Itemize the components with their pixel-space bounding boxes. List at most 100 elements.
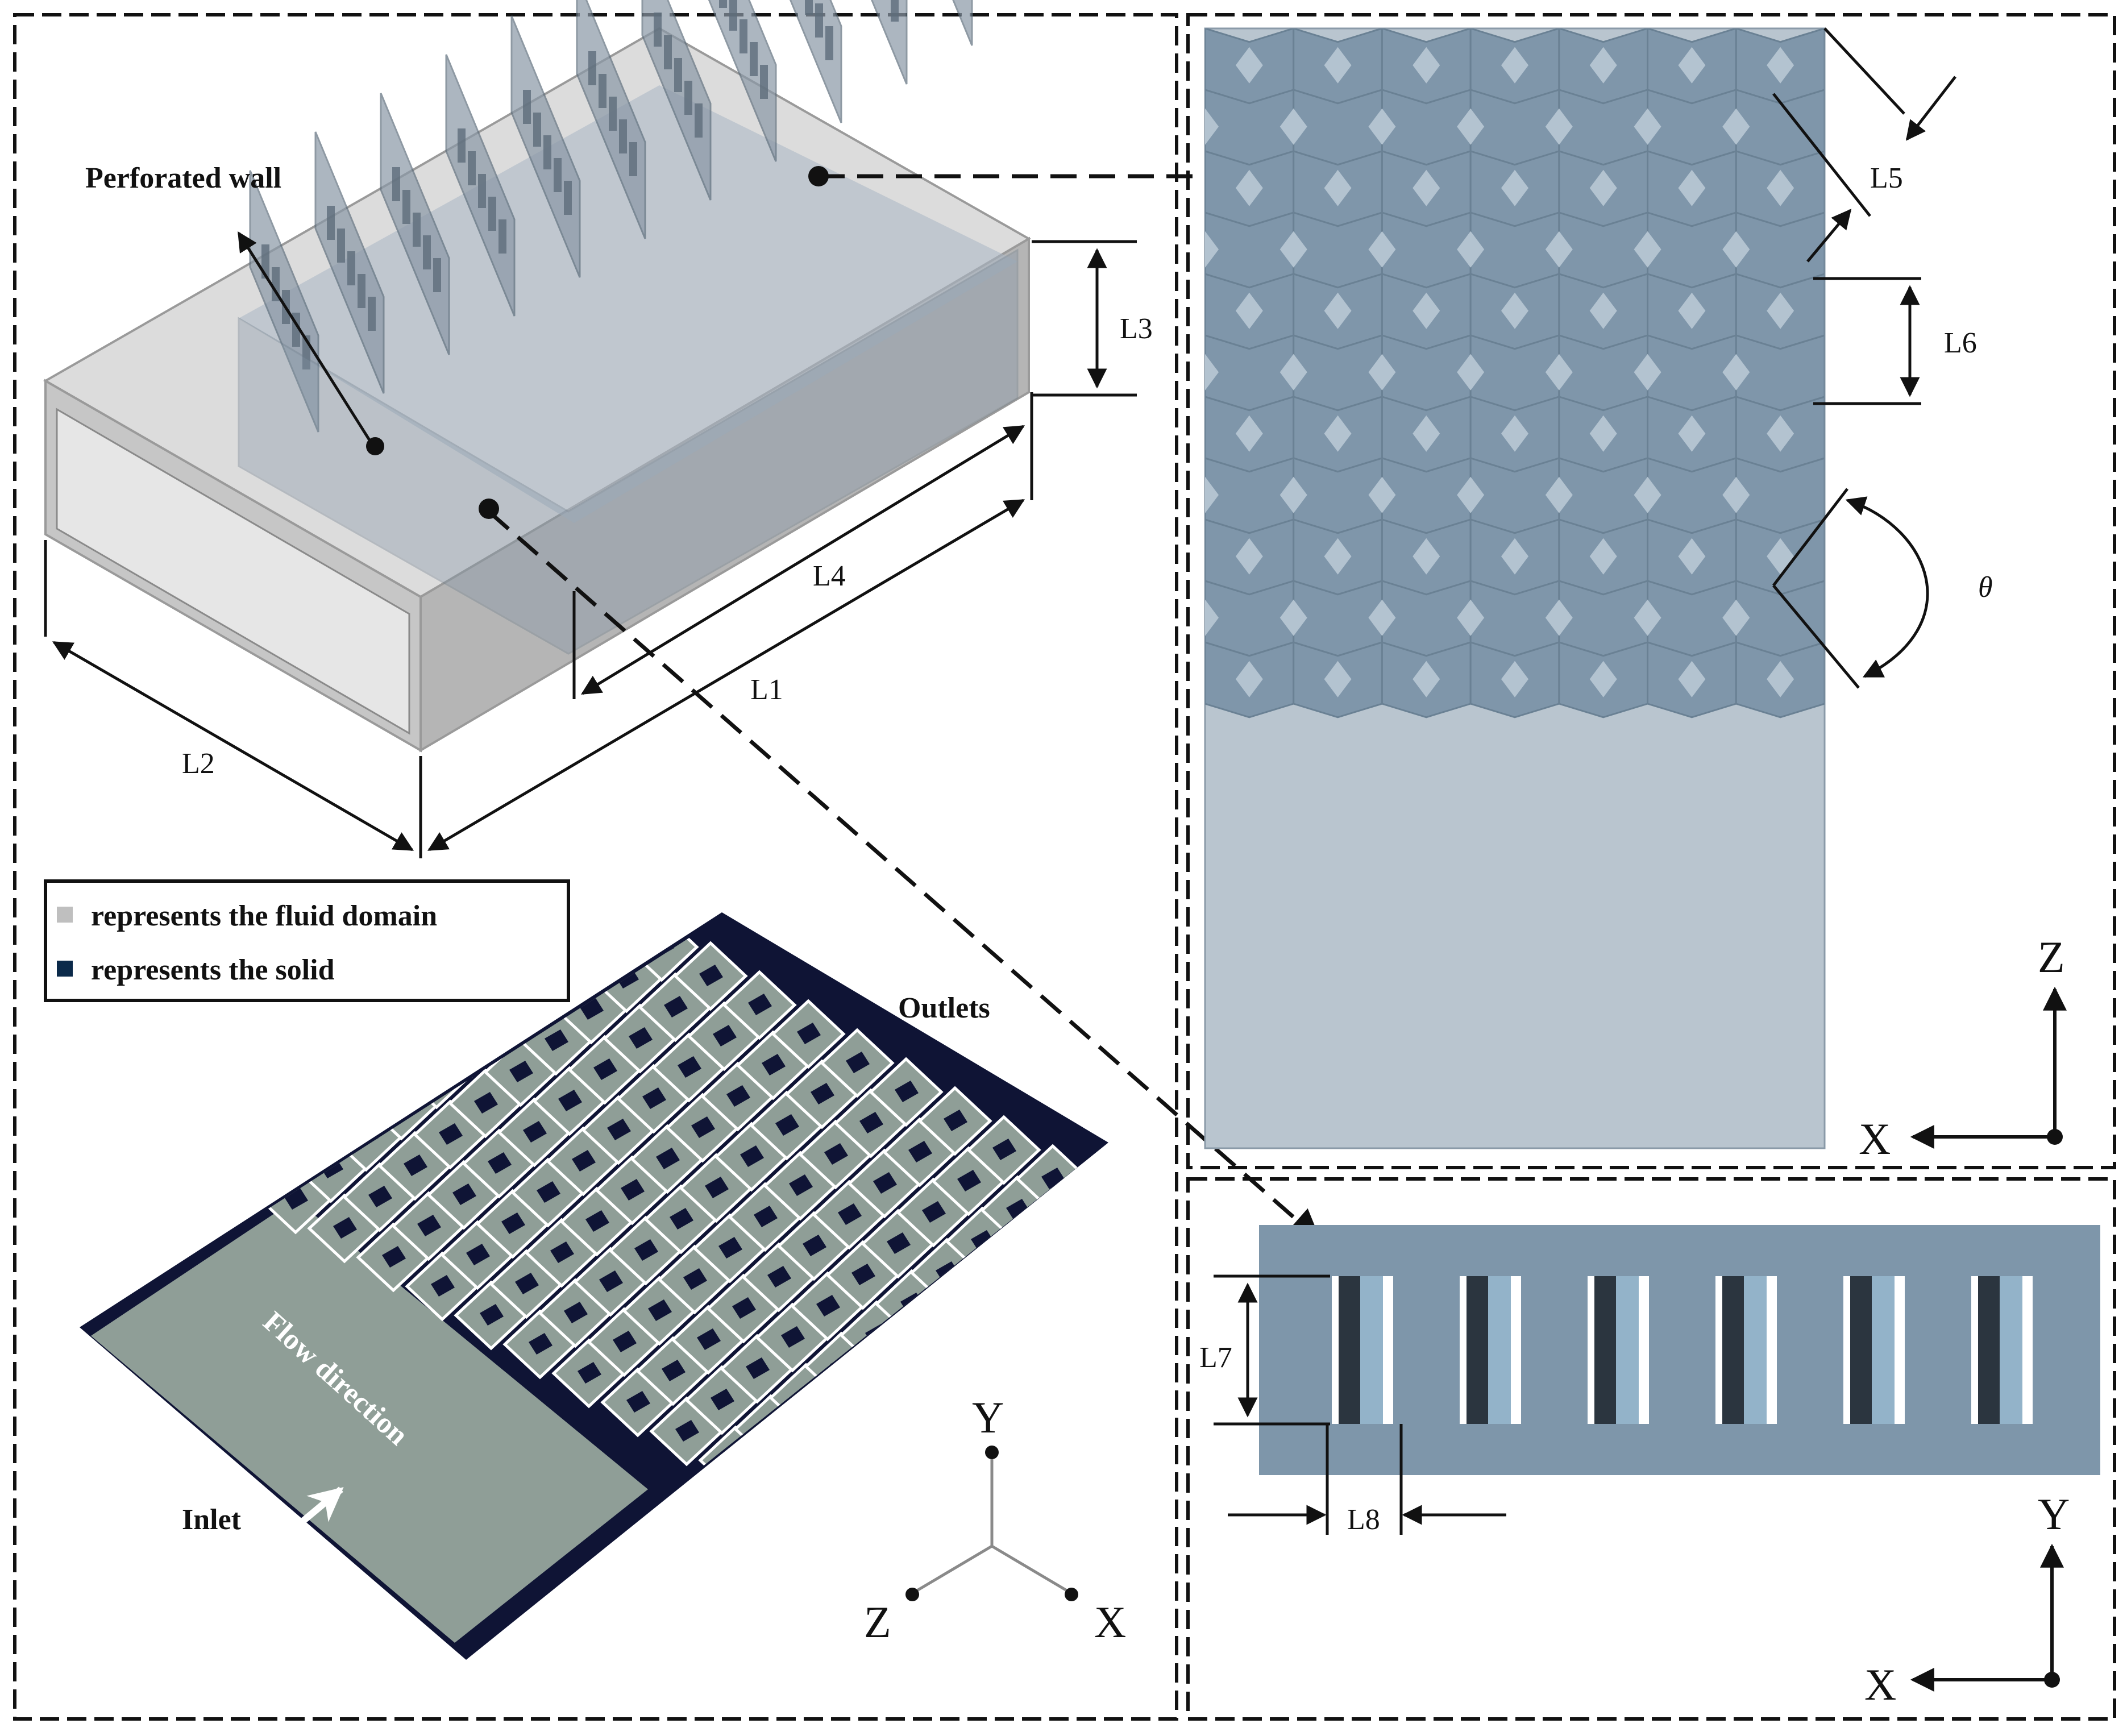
flow-panel-fluid-inlet [91, 1199, 648, 1643]
strip-gap [1971, 1276, 1978, 1424]
strip-light [1488, 1276, 1511, 1424]
flow-grid-solid-block [452, 1183, 476, 1205]
side-axis-x: X [1859, 1114, 1891, 1164]
flow-grid-solid-block [713, 1025, 737, 1046]
flow-grid-solid-block [781, 1326, 805, 1348]
flow-grid-solid-block [773, 1478, 797, 1500]
flow-direction-arrow [271, 1486, 344, 1549]
side-grid-hole [1722, 476, 1750, 513]
side-grid-row [1205, 28, 1825, 105]
flow-grid-cell [820, 1028, 895, 1098]
flow-grid-cell [673, 941, 748, 1011]
flow-grid-solid-block [971, 1230, 995, 1252]
flow-grid-cell [1064, 1173, 1108, 1243]
side-grid-hole [1501, 169, 1528, 206]
side-grid-hole [1501, 538, 1528, 575]
flow-grid-solid-block [474, 1092, 498, 1114]
fin-perforation [433, 258, 441, 292]
flow-grid-solid-block [607, 1119, 631, 1140]
flow-grid-solid-block [425, 1063, 449, 1085]
flow-grid-solid-block [545, 1029, 568, 1051]
fin-plate [641, 0, 712, 201]
fin-perforation [347, 251, 355, 285]
fin-perforation [805, 0, 813, 15]
side-grid-hole [1767, 661, 1794, 697]
flow-grid-solid-block [496, 1000, 520, 1022]
label-L8: L8 [1347, 1504, 1380, 1536]
flow-grid-cell [747, 1454, 822, 1525]
side-grid-hole [1634, 108, 1661, 145]
fin-perforation [719, 0, 727, 8]
side-grid-hole [1279, 231, 1307, 268]
label-L4: L4 [813, 560, 846, 592]
side-grid-hole [1205, 476, 1219, 513]
side-grid-hole [1413, 47, 1440, 84]
outlets-label: Outlets [898, 992, 990, 1024]
fin [641, 0, 712, 201]
fin-perforation [468, 151, 476, 185]
flow-grid-solid-block [949, 1322, 973, 1343]
flow-grid-solid-block [691, 1116, 715, 1138]
side-grid-row [1205, 395, 1825, 473]
side-grid-hole [1413, 169, 1440, 206]
flow-grid-solid-block [732, 1297, 756, 1319]
side-grid-hole [1545, 476, 1573, 513]
flow-grid-solid-block [775, 1114, 799, 1136]
flow-grid-solid-block [284, 1188, 308, 1210]
flow-grid-diamond [1064, 1173, 1108, 1243]
fin-perforation [564, 181, 572, 215]
strip-light [1360, 1276, 1383, 1424]
flow-grid-solid-block [537, 1181, 560, 1203]
leader-dot-bottom [479, 499, 499, 519]
flow-grid-solid-block [431, 1275, 455, 1297]
legend-swatch-fluid [57, 907, 73, 923]
flow-grid-solid-block [1041, 1168, 1065, 1189]
label-L7: L7 [1199, 1342, 1232, 1374]
flow-grid-solid-block [564, 1302, 588, 1323]
side-grid-row [1205, 579, 1825, 657]
fin-strip [1588, 1276, 1649, 1424]
fin-perforation [674, 58, 682, 92]
fin-perforation [327, 206, 335, 240]
side-grid-hole [1545, 108, 1573, 145]
fin-perforation [543, 135, 551, 169]
fin-perforation [392, 167, 400, 201]
side-grid-hole [1279, 108, 1307, 145]
side-grid-row [1205, 641, 1825, 719]
side-grid-hole [1368, 476, 1396, 513]
side-grid-hole [1545, 231, 1573, 268]
strip-light [2000, 1276, 2022, 1424]
label-L6: L6 [1944, 327, 1977, 359]
fin-perforation [533, 113, 541, 147]
side-grid-hole [1589, 292, 1617, 329]
strip-dark [1978, 1276, 2000, 1424]
fin-perforation [599, 74, 606, 108]
strip-dark [1594, 1276, 1616, 1424]
label-L3: L3 [1120, 313, 1153, 345]
side-grid-hole [1545, 354, 1573, 391]
fin-perforation [358, 274, 365, 308]
side-grid-hole [1589, 661, 1617, 697]
strip-gap [1383, 1276, 1393, 1424]
flow-grid-solid-block [992, 1139, 1016, 1160]
flow-grid-solid-block [697, 1328, 721, 1350]
strip-gap [1332, 1276, 1339, 1424]
perforated-fins [249, 0, 973, 433]
flow-grid-solid-block [816, 1295, 840, 1316]
fin-perforation [740, 19, 747, 53]
flow-grid-solid-block [740, 1145, 764, 1167]
side-grid-hole [1205, 231, 1219, 268]
side-grid-hole [1634, 599, 1661, 636]
fin [789, 0, 842, 123]
side-grid-hole [1678, 661, 1706, 697]
flow-grid-solid-block [895, 1081, 919, 1102]
iso-axis-x: X [1094, 1597, 1126, 1647]
side-grid-hole [1235, 415, 1263, 452]
label-L1: L1 [750, 674, 783, 706]
flow-grid-solid-block [390, 1094, 414, 1116]
flow-grid-solid-block [333, 1217, 357, 1239]
flow-grid-cell [888, 1329, 963, 1399]
flow-grid-solid-block [1020, 1259, 1044, 1281]
fin-perforation [654, 13, 662, 47]
flow-grid-solid-block [957, 1170, 981, 1191]
